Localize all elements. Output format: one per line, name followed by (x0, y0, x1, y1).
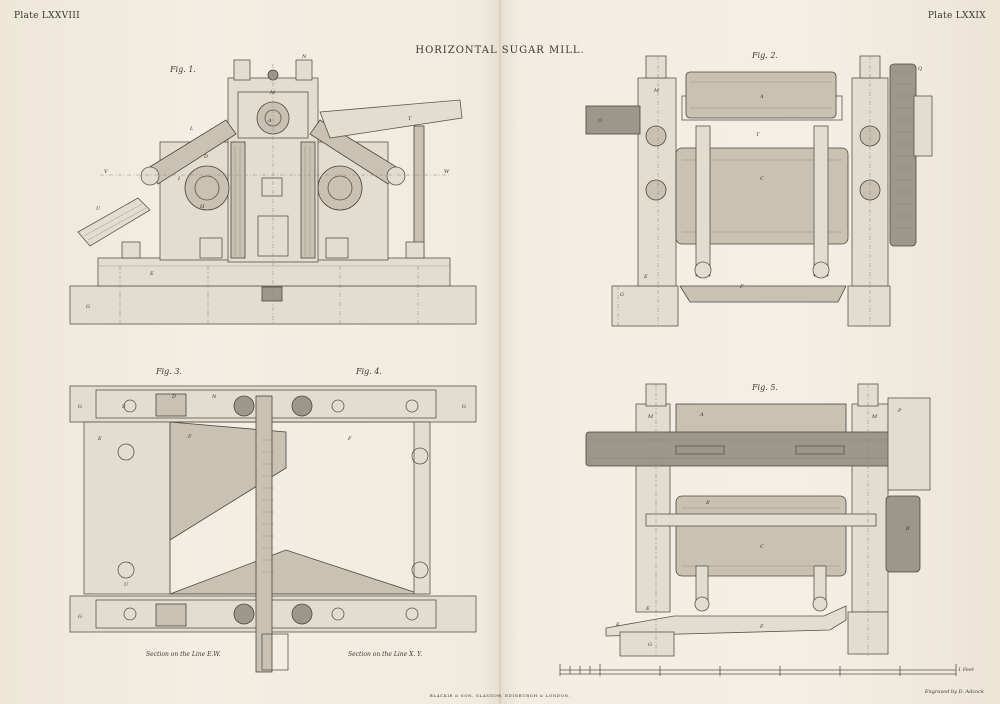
part-label-e: E (149, 271, 154, 277)
scale-bar (559, 664, 957, 676)
part-label-t-fig2: T (756, 132, 760, 138)
part-label-i: I (177, 176, 181, 182)
plate-number-left: Plate LXXVIII (14, 11, 80, 21)
part-label-f-fig3: F (187, 434, 192, 440)
part-label-m-fig5: M (647, 414, 654, 420)
part-label-a-fig5: A (699, 412, 704, 418)
scale-label: 1 Feet (958, 667, 974, 673)
fig1-label: Fig. 1. (170, 65, 196, 74)
part-label-a-fig2: A (759, 94, 764, 100)
part-label-g-fig5: G (648, 642, 652, 648)
fig2-label: Fig. 2. (752, 51, 778, 60)
fig2-side-elevation: M A T C E F G Q O (585, 55, 933, 327)
part-label-h: H (199, 204, 205, 210)
part-label-c-fig2: C (760, 176, 764, 182)
caption-section-xy: Section on the Line X. Y. (348, 651, 423, 658)
part-label-n: N (301, 54, 307, 60)
part-label-f-fig2: F (739, 284, 744, 290)
part-label-f-fig4: F (347, 436, 352, 442)
part-label-e-fig5: E (645, 606, 650, 612)
part-label-m-fig5-right: M (871, 414, 878, 420)
publisher-imprint: BLACKIE & SON, GLASGOW, EDINBURGH & LOND… (429, 693, 571, 698)
part-label-g-fig3-bottom: G (78, 614, 82, 620)
plate-number-right: Plate LXXIX (927, 11, 986, 21)
part-label-p-fig5: P (897, 408, 902, 414)
part-label-g-fig2: G (620, 292, 624, 298)
part-label-u: U (96, 206, 101, 212)
part-label-e-fig2: E (643, 274, 648, 280)
part-label-g: G (86, 304, 90, 310)
part-label-g-fig3: G (78, 404, 82, 410)
part-label-v: V (104, 169, 109, 175)
fig3-label: Fig. 3. (156, 367, 182, 376)
fig4-label: Fig. 4. (356, 367, 382, 376)
part-label-d-fig3: D (171, 394, 176, 400)
part-label-u-fig3: U (124, 582, 129, 588)
fig1-elevation: M N A D E G H I L T U V W (69, 54, 477, 325)
part-label-l: L (189, 126, 194, 132)
fig3-fig4-plan-sections: G G E F S D N U F G (69, 385, 477, 673)
part-label-m-fig2: M (653, 88, 660, 94)
part-label-w: W (444, 169, 450, 175)
engraver-credit: Engraved by D. Adcock (924, 689, 984, 695)
part-label-d: D (203, 154, 208, 160)
part-label-s-fig3: S (122, 404, 126, 410)
part-label-q-fig2: Q (918, 66, 922, 72)
fig5-section: M M A B C E F G K P R (585, 383, 931, 657)
part-label-f-fig5: F (759, 624, 764, 630)
part-label-k-fig5: K (615, 622, 620, 628)
part-label-b-fig5: B (705, 500, 710, 506)
part-label-a: A (267, 118, 272, 124)
part-label-m: M (269, 90, 276, 96)
part-label-o-fig2: O (598, 118, 602, 124)
part-label-c-fig5: C (760, 544, 764, 550)
fig5-label: Fig. 5. (752, 383, 778, 392)
part-label-n-fig3: N (211, 394, 217, 400)
caption-section-ew: Section on the Line E.W. (146, 651, 221, 658)
part-label-g-fig3-right: G (462, 404, 466, 410)
part-label-e-fig3: E (97, 436, 102, 442)
part-label-r-fig5: R (905, 526, 910, 532)
part-label-t: T (408, 116, 412, 122)
